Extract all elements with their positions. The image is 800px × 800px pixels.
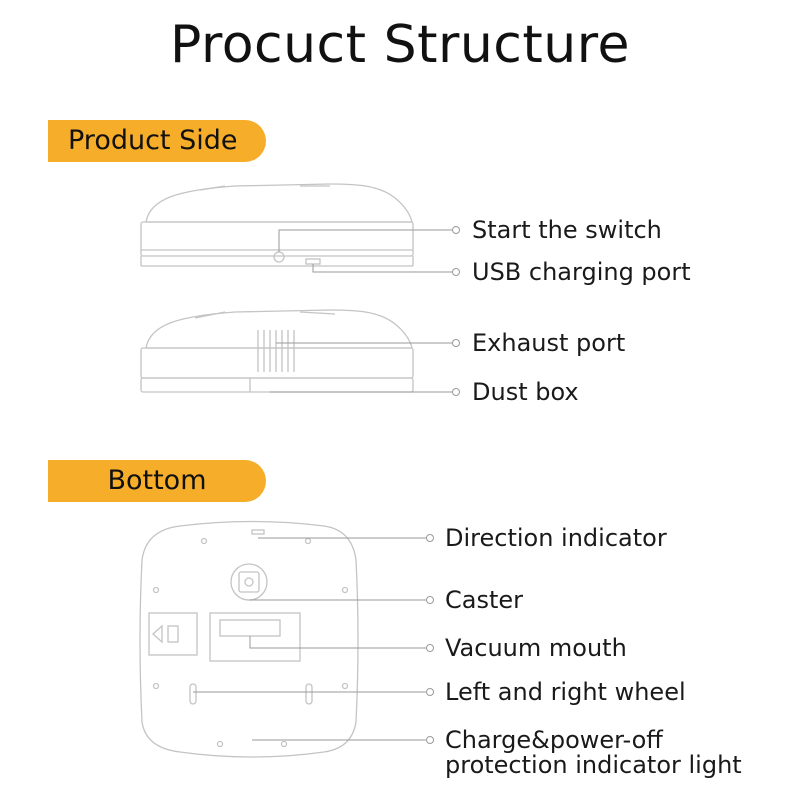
section-badge-bottom: Bottom bbox=[48, 460, 266, 502]
left-wheel-icon bbox=[189, 683, 197, 705]
page-title: Procuct Structure bbox=[170, 15, 630, 75]
arrow-left-icon bbox=[152, 624, 163, 644]
section-label-product-side: Product Side bbox=[68, 125, 238, 156]
label-wheel: Left and right wheel bbox=[445, 678, 686, 706]
label-dust-box: Dust box bbox=[472, 378, 579, 406]
leader-charge-indicator bbox=[252, 736, 434, 744]
leader-dust-box bbox=[270, 388, 460, 396]
vacuum-mouth-outline bbox=[209, 612, 301, 662]
section-badge-product-side: Product Side bbox=[48, 120, 266, 162]
robot-bottom-view bbox=[139, 520, 359, 758]
robot-side-view-bottom bbox=[140, 309, 414, 393]
leader-caster bbox=[249, 596, 434, 604]
section-label-bottom: Bottom bbox=[107, 465, 207, 496]
leader-start-switch bbox=[278, 226, 460, 252]
label-start-switch: Start the switch bbox=[472, 216, 662, 244]
leader-vacuum-mouth bbox=[249, 636, 434, 652]
label-direction-indicator: Direction indicator bbox=[445, 524, 667, 552]
label-exhaust-port: Exhaust port bbox=[472, 329, 626, 357]
label-vacuum-mouth: Vacuum mouth bbox=[445, 634, 627, 662]
right-wheel-icon bbox=[305, 683, 313, 705]
label-charge-line2: protection indicator light bbox=[445, 751, 742, 779]
leader-usb-port bbox=[312, 264, 460, 276]
leader-exhaust-port bbox=[276, 339, 460, 347]
power-switch-icon bbox=[273, 251, 285, 263]
label-caster: Caster bbox=[445, 586, 524, 614]
direction-indicator-icon bbox=[251, 529, 265, 535]
usb-port-icon bbox=[305, 258, 321, 265]
label-charge-line1: Charge&power-off bbox=[445, 726, 663, 754]
exhaust-vent-icon bbox=[257, 330, 295, 372]
label-usb-port: USB charging port bbox=[472, 258, 691, 286]
robot-side-view-top bbox=[140, 183, 414, 267]
caster-icon bbox=[230, 563, 268, 601]
leader-wheel bbox=[193, 688, 434, 696]
leader-direction-indicator bbox=[258, 534, 434, 542]
dust-box-outline bbox=[148, 612, 198, 656]
